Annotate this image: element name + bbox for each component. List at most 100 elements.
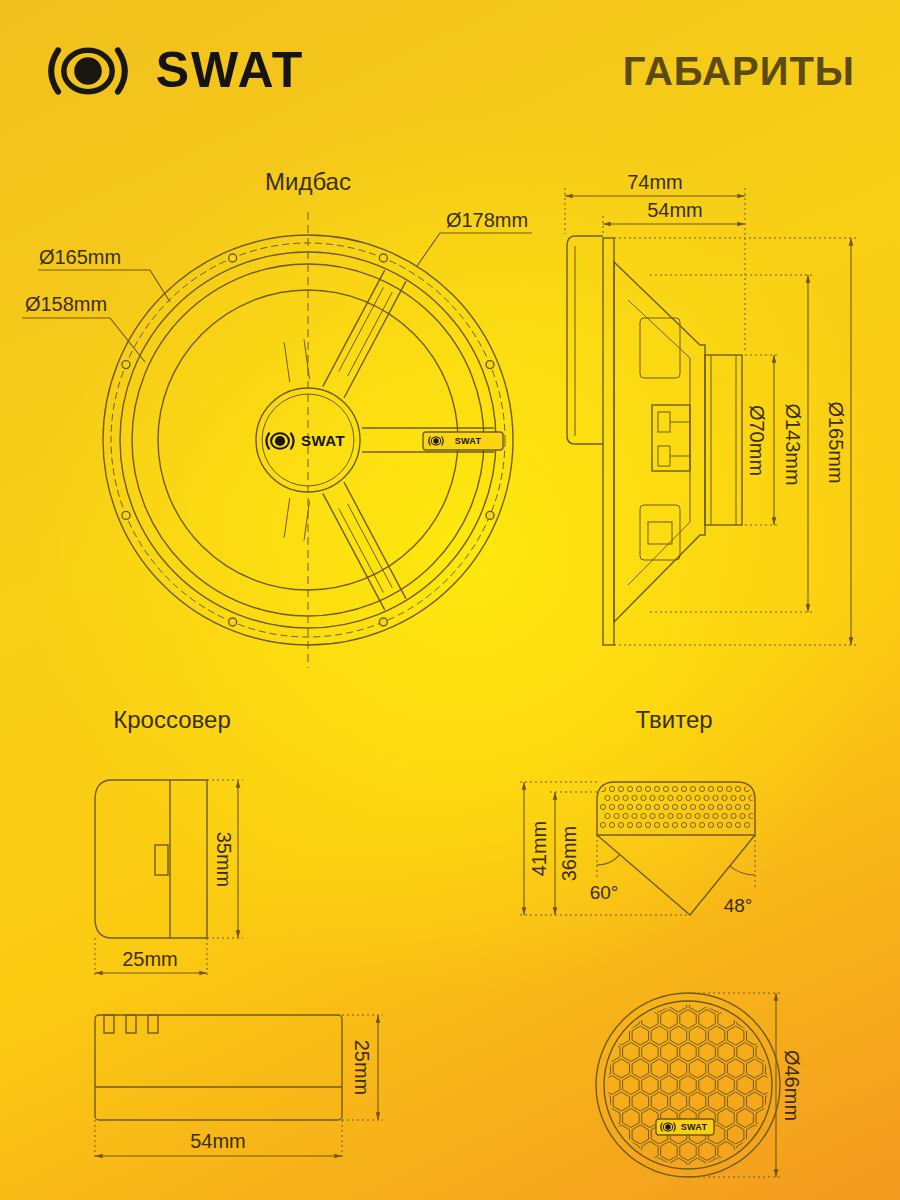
midbass-side (565, 188, 856, 645)
hex-cell (689, 1092, 706, 1111)
hex-cell (585, 1010, 602, 1029)
hex-cell (566, 1142, 582, 1161)
mesh-dot (735, 804, 740, 809)
section-heading: Кроссовер (113, 706, 230, 734)
mesh-dot (749, 795, 754, 800)
hex-cell (747, 1092, 763, 1111)
hex-cell (766, 1092, 783, 1111)
logo-wordmark: SWAT (301, 432, 345, 449)
mesh-dot (740, 813, 745, 818)
hex-cell (727, 1092, 744, 1111)
hex-cell (804, 1158, 821, 1177)
hex-cell (680, 1010, 696, 1029)
line-art-path (597, 855, 620, 865)
dimension-label: Ø165mm (824, 401, 847, 483)
hex-cell (670, 1026, 687, 1045)
mesh-dot (672, 786, 677, 791)
line-art-line (520, 782, 597, 783)
line-art-line (565, 188, 566, 234)
section-heading: Мидбас (265, 168, 351, 196)
mesh-dot (632, 795, 637, 800)
hex-cell (680, 1076, 696, 1095)
hex-cell (737, 1010, 754, 1029)
mesh-dot (605, 813, 610, 818)
logo-wordmark: SWAT (156, 42, 305, 100)
dimension-label: 54mm (647, 199, 703, 222)
mesh-dot (663, 786, 668, 791)
hex-cell (623, 1142, 640, 1161)
hex-cell (718, 1109, 734, 1128)
hex-cell (699, 1175, 716, 1194)
dimension-label: 35mm (212, 831, 235, 887)
hex-cell (604, 1175, 620, 1194)
mesh-dot (609, 822, 614, 827)
hex-cell (594, 993, 611, 1012)
hex-cell (613, 1059, 629, 1078)
hex-cell (575, 1059, 591, 1078)
hex-cell (585, 1142, 602, 1161)
hex-cell (613, 1158, 629, 1177)
hex-cell (594, 1092, 611, 1111)
mesh-dot (690, 822, 695, 827)
line-art-polyline (628, 300, 690, 585)
hex-cell (661, 1010, 678, 1029)
line-art-g (122, 254, 494, 626)
line-art-rect (155, 845, 168, 875)
logo-icons (51, 50, 675, 1131)
line-art-rect (603, 238, 614, 645)
hex-cell (623, 1109, 640, 1128)
hex-cell (775, 1010, 792, 1029)
mount-hole (122, 361, 130, 369)
hex-cell (699, 1076, 716, 1095)
mesh-dot (627, 786, 632, 791)
hex-cell (623, 1175, 640, 1194)
mesh-dot (731, 795, 736, 800)
line-art-rect (126, 1015, 136, 1033)
basket-spoke (284, 498, 290, 538)
mesh-dot (704, 813, 709, 818)
line-art-circle (74, 57, 102, 85)
mesh-dot (699, 786, 704, 791)
logo-wordmark: SWAT (681, 1122, 708, 1132)
hex-cell (670, 1059, 687, 1078)
logo-icon (266, 433, 293, 448)
dimension-label: Ø46mm (781, 1049, 804, 1120)
hex-cell (747, 1026, 763, 1045)
mesh-dot (609, 804, 614, 809)
hex-cell (632, 1026, 649, 1045)
mesh-dot (654, 786, 659, 791)
hex-cell (661, 1142, 678, 1161)
line-art-line (207, 938, 208, 978)
mesh-dot (636, 804, 641, 809)
line-art-rect (658, 446, 670, 466)
line-art-g (95, 780, 383, 1160)
mesh-dot (704, 795, 709, 800)
hex-cell (756, 1010, 772, 1029)
hex-cell (613, 1026, 629, 1045)
mount-hole (486, 361, 494, 369)
mesh-dot (627, 804, 632, 809)
hex-cell (718, 1175, 734, 1194)
line-art-line (342, 1015, 383, 1016)
line-art-path (661, 1123, 662, 1131)
hex-cell (642, 1175, 658, 1194)
basket-spoke (362, 451, 494, 452)
hex-cell (642, 1010, 658, 1029)
mesh-dot (645, 804, 650, 809)
mesh-dot (654, 804, 659, 809)
hex-cell (604, 977, 620, 996)
mesh-dot (740, 795, 745, 800)
page-title: ГАБАРИТЫ (623, 48, 855, 94)
line-art-line (745, 355, 778, 356)
hex-cell (756, 1043, 772, 1062)
line-art-line (745, 525, 778, 526)
mesh-dot (614, 795, 619, 800)
basket-spoke (284, 342, 290, 382)
hex-cell (585, 977, 602, 996)
mesh-dot (695, 795, 700, 800)
mesh-dot (618, 822, 623, 827)
hex-cell (680, 1043, 696, 1062)
basket-spoke (304, 340, 310, 380)
dimension-label: 25mm (350, 1039, 373, 1095)
mesh-dot (681, 822, 686, 827)
